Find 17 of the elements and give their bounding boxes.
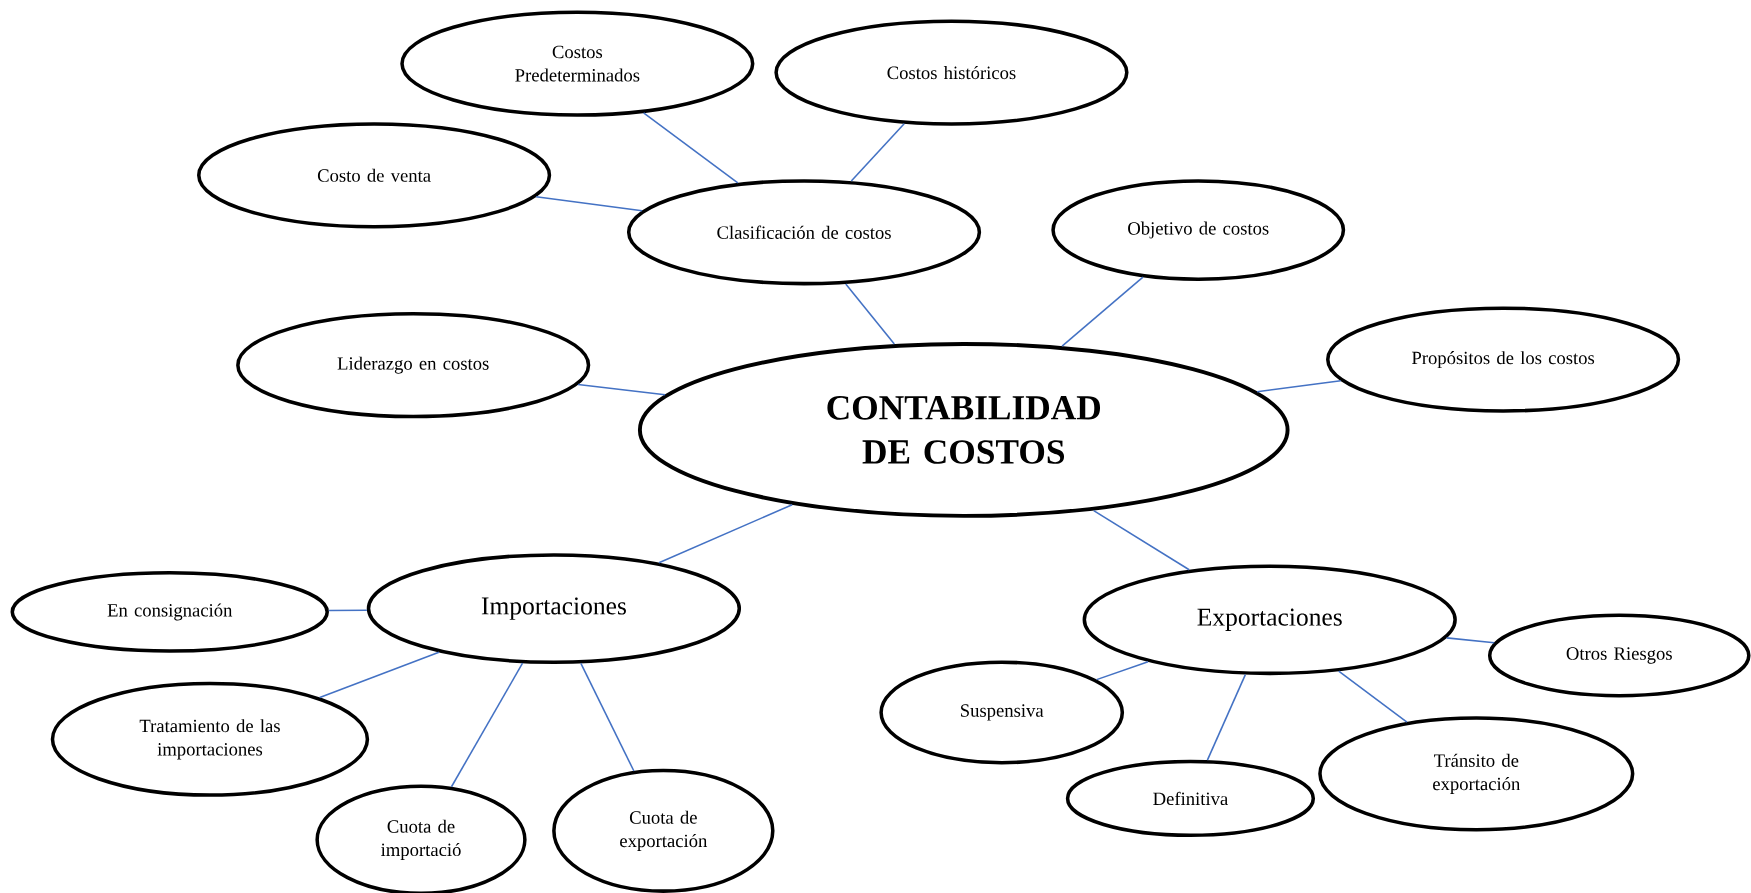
connector-line bbox=[658, 503, 793, 564]
connector-line bbox=[1445, 636, 1495, 644]
connector-line bbox=[580, 662, 635, 772]
connector-line bbox=[1095, 660, 1149, 681]
connector-line bbox=[1061, 276, 1144, 347]
connector-line bbox=[845, 282, 896, 345]
connector-line bbox=[1206, 673, 1247, 761]
connector-line bbox=[328, 609, 368, 612]
connector-line bbox=[1092, 509, 1190, 571]
connector-line bbox=[450, 662, 524, 788]
connector-line bbox=[1256, 379, 1342, 393]
connector-line bbox=[1337, 670, 1408, 723]
connector-line bbox=[535, 195, 643, 212]
connector-line bbox=[642, 111, 739, 184]
connector-line bbox=[577, 383, 666, 396]
connector-line bbox=[318, 651, 440, 699]
connector-line bbox=[850, 122, 905, 182]
